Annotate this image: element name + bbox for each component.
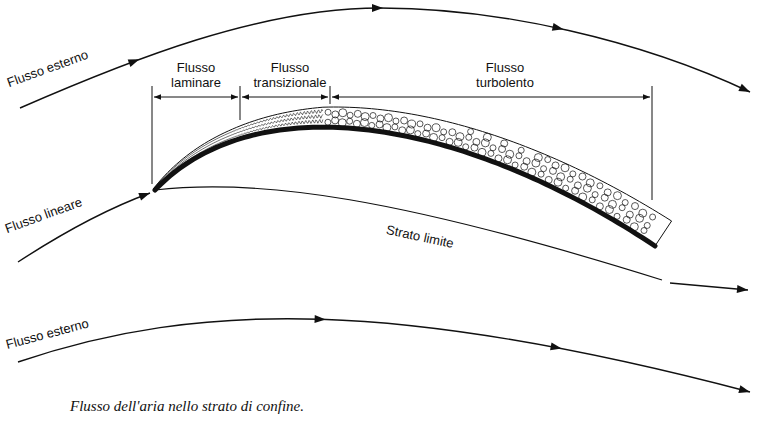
turbulent-eddy (424, 124, 431, 131)
arrowhead (737, 285, 749, 294)
turbulent-eddy (393, 118, 399, 124)
turbulent-eddy (406, 126, 414, 134)
turbulent-eddy (483, 133, 491, 141)
turbulent-eddy (347, 118, 353, 124)
turbulent-eddy (570, 171, 576, 177)
turbulent-eddy (632, 203, 639, 210)
region-label: Flusso transizionale (242, 60, 338, 90)
turbulent-eddy (572, 187, 579, 194)
dimension-tick (240, 86, 241, 120)
streamline (18, 319, 750, 392)
turbulent-eddy (518, 147, 524, 153)
turbulent-eddy (541, 166, 547, 172)
arrowhead (372, 4, 383, 12)
figure-caption: Flusso dell'aria nello strato di confine… (70, 398, 304, 415)
arrowhead (138, 189, 151, 200)
turbulent-eddy (613, 192, 621, 200)
turbulent-eddy (604, 189, 611, 196)
turbulent-eddy (506, 150, 514, 158)
turbulent-eddy (532, 159, 540, 167)
turbulent-eddy (408, 120, 416, 128)
turbulent-eddy (441, 129, 447, 135)
turbulent-eddy (549, 167, 556, 174)
turbulent-eddy (473, 138, 480, 145)
turbulent-eddy (468, 129, 474, 135)
turbulent-eddy (504, 156, 512, 164)
turbulent-eddy (439, 135, 445, 141)
region-label: Flusso turbolento (465, 60, 545, 90)
boundary-layer (154, 107, 672, 246)
dimension-tick (652, 86, 653, 200)
arrowhead (738, 385, 751, 396)
streamline (670, 283, 748, 290)
dimension-line (242, 97, 328, 98)
turbulent-eddy (516, 153, 522, 159)
turbulent-eddy (608, 200, 616, 208)
turbulent-eddy (488, 150, 494, 156)
turbulent-eddy (369, 122, 375, 128)
turbulent-eddy (574, 182, 581, 189)
turbulent-eddy (377, 115, 384, 122)
turbulent-eddy (490, 145, 496, 151)
turbulent-eddy (622, 200, 628, 206)
turbulent-eddy (601, 194, 608, 201)
turbulent-eddy (626, 211, 633, 218)
dimension-tick (152, 86, 153, 184)
arrowhead (552, 23, 564, 33)
turbulent-eddy (481, 139, 489, 147)
turbulent-eddy (538, 171, 544, 177)
turbulent-eddy (579, 173, 586, 180)
turbulent-eddy (384, 114, 392, 122)
turbulent-eddy (597, 183, 603, 189)
layer-label: Strato limite (385, 222, 455, 251)
dimension-tick (330, 86, 331, 104)
dimension-line (154, 97, 238, 98)
turbulent-eddy (392, 124, 398, 130)
arrowhead (314, 315, 325, 323)
turbulent-eddy (432, 124, 440, 132)
turbulent-eddy (454, 138, 462, 146)
turbulent-eddy (339, 109, 347, 117)
turbulent-eddy (325, 119, 331, 125)
turbulent-eddy (534, 154, 542, 162)
turbulent-eddy (586, 179, 594, 187)
turbulent-eddy (623, 216, 630, 223)
arrowhead (128, 56, 141, 67)
turbulent-eddy (361, 113, 369, 121)
turbulent-eddy (456, 133, 464, 141)
turbulent-eddy (545, 157, 551, 163)
dimension-line (332, 97, 650, 98)
turbulent-eddy (639, 209, 647, 217)
turbulent-eddy (370, 112, 376, 118)
turbulent-eddy (354, 110, 361, 117)
turbulent-eddy (552, 162, 559, 169)
turbulent-eddy (557, 173, 565, 181)
turbulent-eddy (332, 111, 339, 118)
arrowhead (550, 342, 562, 352)
turbulent-eddy (650, 214, 656, 220)
turbulent-eddy (501, 140, 508, 147)
turbulent-eddy (523, 158, 530, 165)
region-label: Flusso laminare (160, 60, 232, 90)
flow-label: Flusso esterno (4, 315, 90, 352)
turbulent-eddy (592, 192, 598, 198)
turbulent-eddy (401, 117, 408, 124)
turbulent-eddy (644, 222, 650, 228)
arrowhead (738, 84, 751, 96)
turbulent-eddy (417, 121, 423, 127)
streamline (18, 193, 150, 262)
turbulent-eddy (325, 109, 331, 115)
turbulent-eddy (449, 129, 456, 136)
turbulent-eddy (521, 163, 528, 170)
turbulent-eddy (466, 134, 472, 140)
streamline (20, 8, 750, 108)
turbulent-eddy (561, 164, 569, 172)
turbulent-eddy (347, 112, 353, 118)
